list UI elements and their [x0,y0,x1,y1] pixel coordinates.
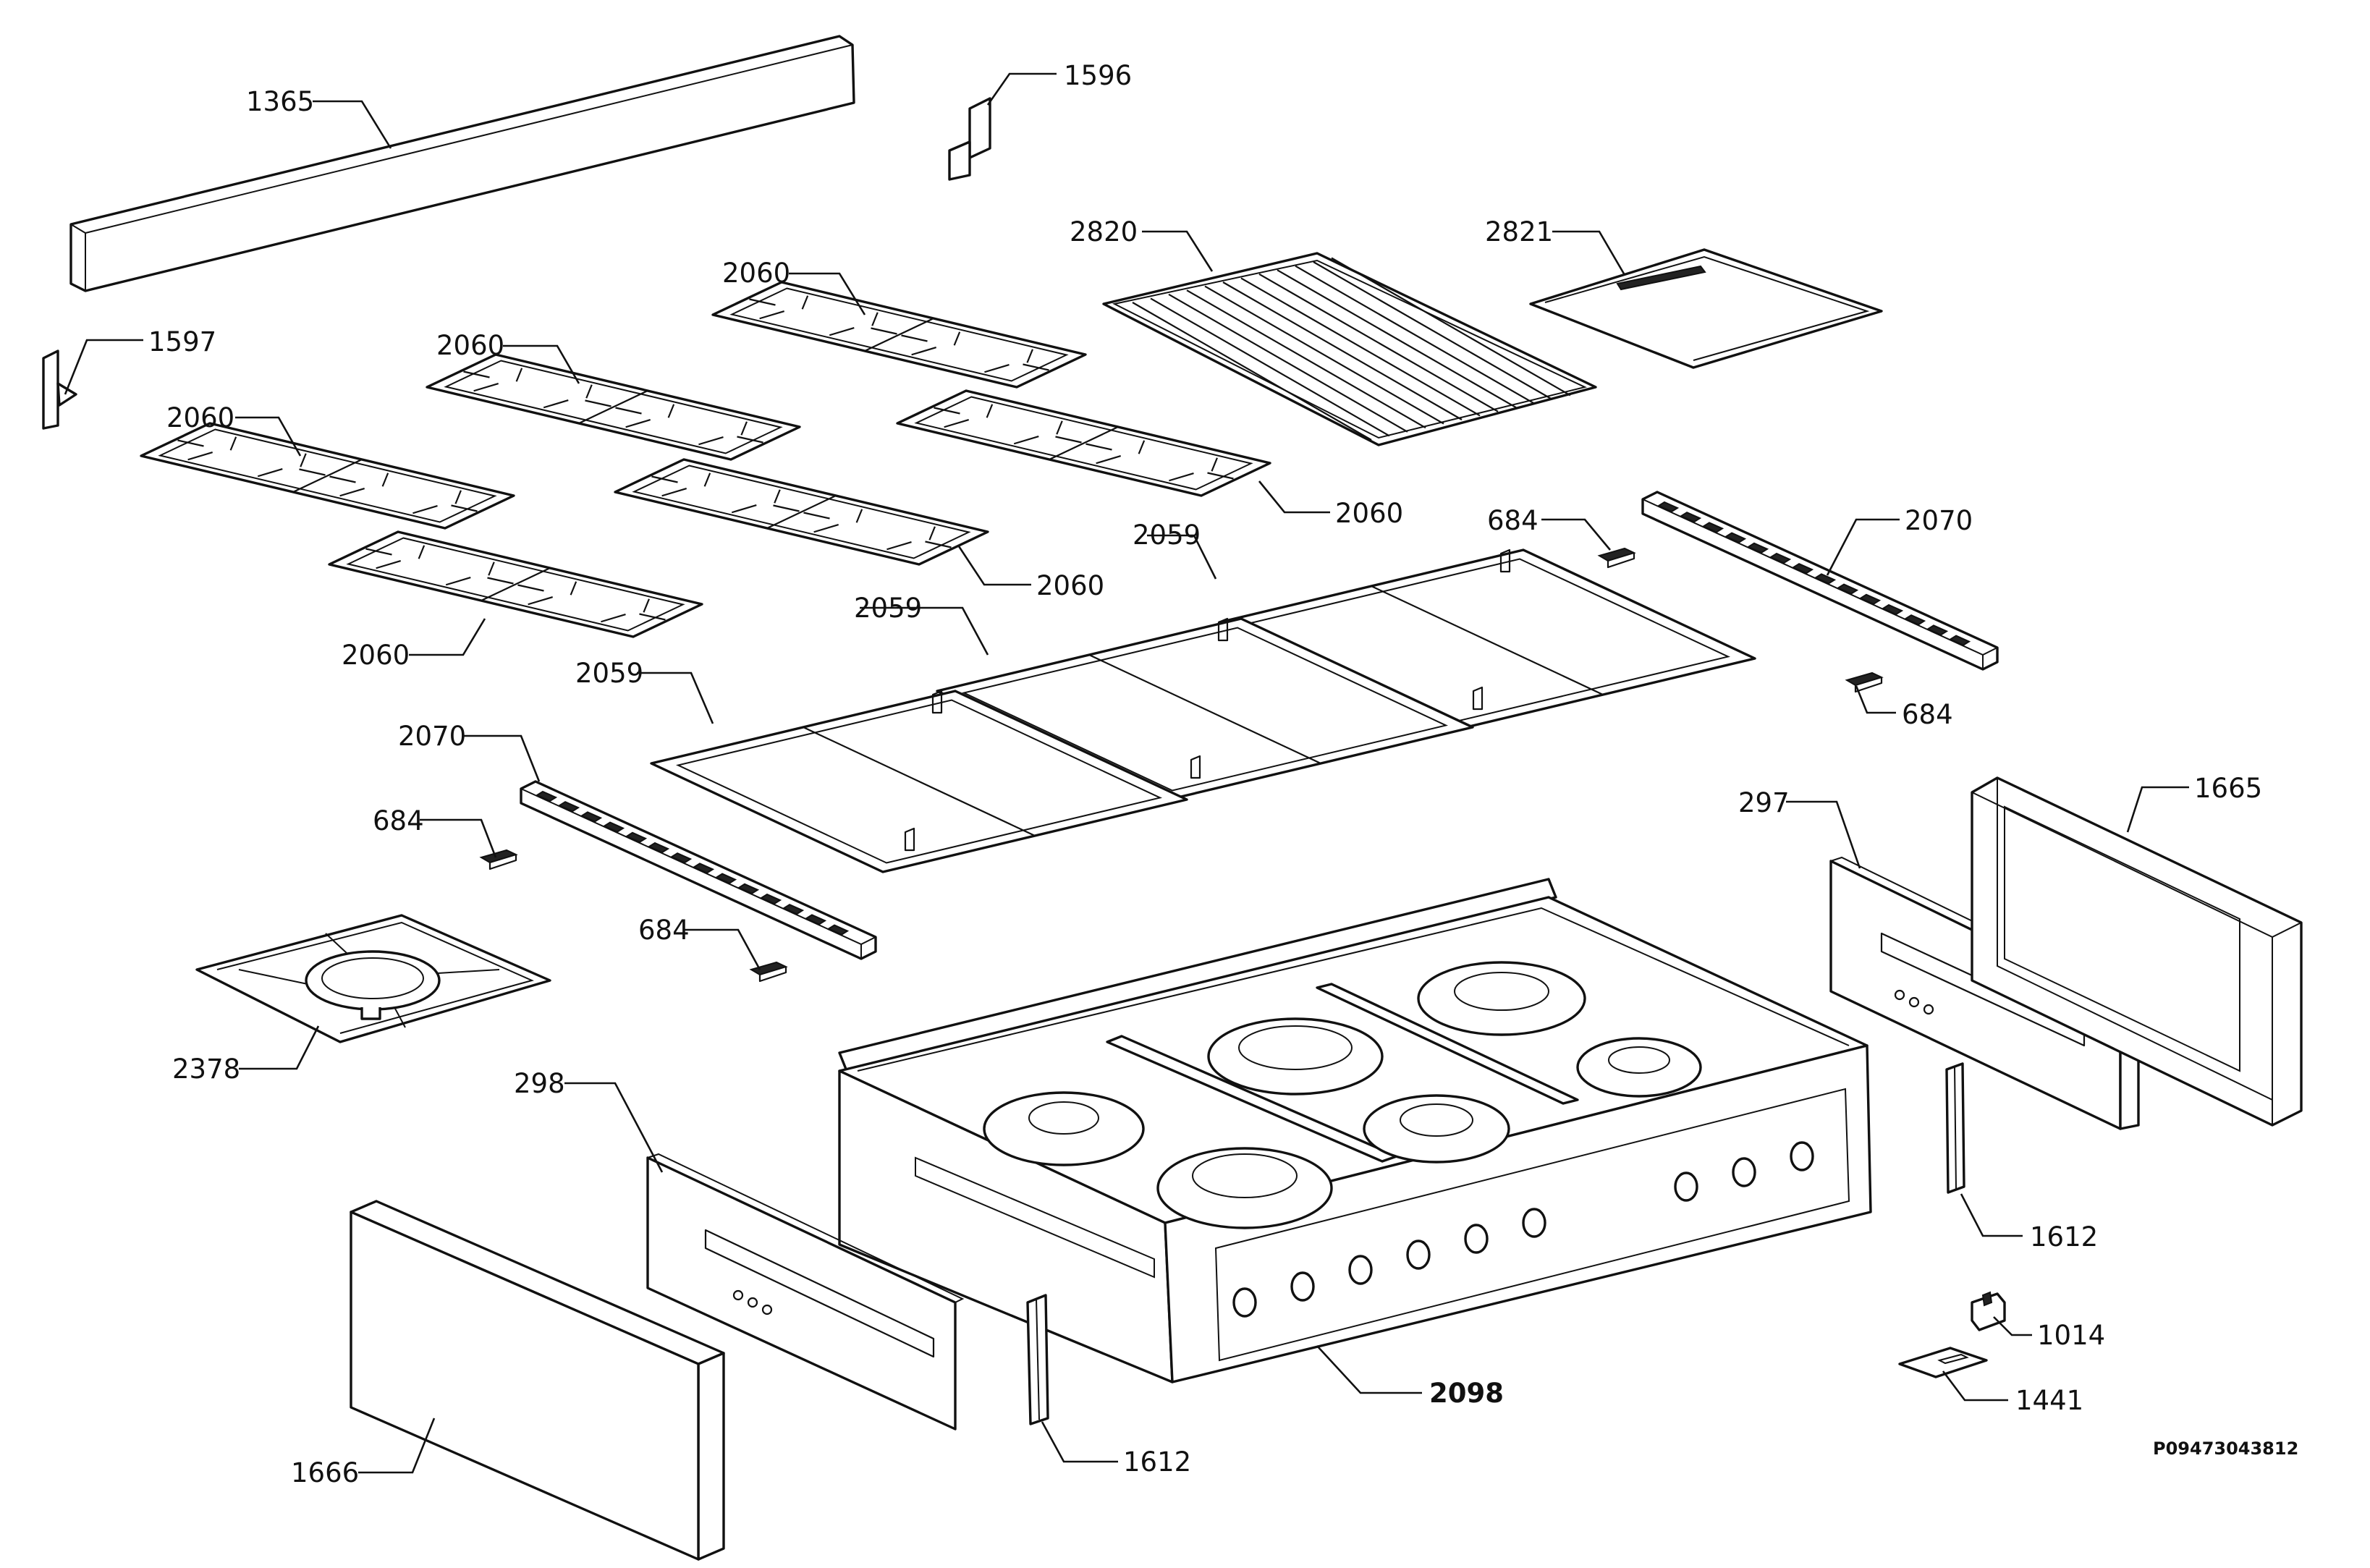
label-2821: 2821 [1485,216,1553,247]
label-1666: 1666 [291,1457,359,1488]
part-2060-grate-c[interactable] [140,422,515,530]
label-2378: 2378 [172,1054,240,1085]
part-1612-post-a[interactable] [1026,1294,1049,1425]
label-2070-a: 2070 [1905,505,1973,536]
label-684-d: 684 [638,915,690,946]
leader-lines [64,72,2189,1474]
label-2060-b: 2060 [436,330,504,361]
label-2060-a: 2060 [722,258,790,289]
part-2378-wok-grate[interactable] [195,914,551,1043]
label-1596: 1596 [1064,60,1132,91]
part-684-clip-c[interactable] [479,849,518,870]
part-2060-grate-d[interactable] [896,389,1271,497]
part-2060-grate-a[interactable] [711,281,1087,389]
label-2060-f: 2060 [342,640,410,671]
label-297: 297 [1738,787,1790,818]
label-1665: 1665 [2194,773,2262,804]
part-2820-grill-plate[interactable] [1102,252,1597,446]
label-684-b: 684 [1902,699,1953,730]
part-1596-bracket[interactable] [948,97,991,181]
label-2820: 2820 [1070,216,1138,247]
part-684-clip-d[interactable] [749,961,788,983]
label-2059-b: 2059 [854,593,922,624]
label-2059-a: 2059 [1133,520,1201,551]
part-684-clip-a[interactable] [1597,547,1636,569]
part-684-clip-b[interactable] [1845,671,1884,693]
part-2821-griddle-plate[interactable] [1529,248,1883,369]
label-1441: 1441 [2015,1385,2083,1416]
part-2098-cooktop-body[interactable] [838,878,1872,1383]
label-2060-c: 2060 [166,402,234,433]
part-labels: 1365 1596 1597 2820 2821 2060 2060 2060 … [148,60,2298,1488]
part-1441-plate[interactable] [1898,1347,1988,1378]
label-2059-c: 2059 [575,658,643,689]
part-1014-switch[interactable] [1971,1291,2006,1331]
part-1666-end-panel[interactable] [350,1200,725,1561]
label-1597: 1597 [148,326,216,357]
part-2070-rail-a[interactable] [1641,491,1999,671]
part-2060-grate-f[interactable] [328,530,703,638]
part-2059-frame-b[interactable] [936,617,1474,801]
label-1612-a: 1612 [1123,1446,1191,1478]
part-2070-rail-b[interactable] [520,780,877,960]
part-2060-grate-e[interactable] [614,458,989,566]
label-2070-b: 2070 [398,721,466,752]
label-2060-d: 2060 [1335,498,1403,529]
part-1665-end-panel[interactable] [1971,776,2303,1127]
label-2060-e: 2060 [1036,570,1104,601]
label-1365: 1365 [246,86,314,117]
label-684-a: 684 [1487,505,1539,536]
label-298: 298 [514,1068,565,1099]
label-1612-b: 1612 [2030,1221,2098,1253]
document-code: P09473043812 [2153,1438,2298,1459]
part-1597-bracket[interactable] [42,349,77,430]
part-1365-trim-bar[interactable] [69,35,855,292]
label-2098: 2098 [1429,1378,1504,1409]
label-1014: 1014 [2037,1320,2105,1351]
label-684-c: 684 [373,805,424,836]
part-2060-grate-b[interactable] [426,353,801,461]
part-2059-frame-c[interactable] [650,690,1188,873]
part-1612-post-b[interactable] [1945,1062,1965,1194]
